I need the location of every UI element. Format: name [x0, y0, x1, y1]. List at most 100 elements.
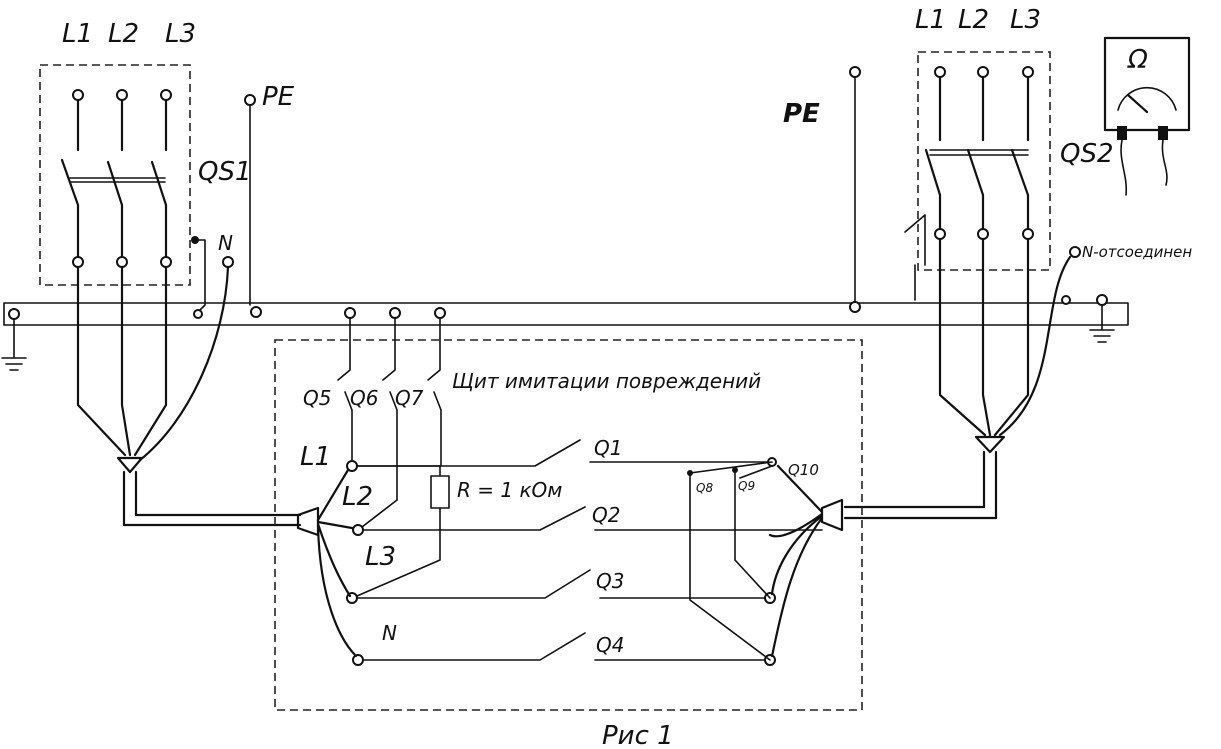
fault-panel-enclosure: [274, 339, 863, 711]
left-cable-run: [122, 470, 302, 527]
bus-terminal-q7: [434, 307, 446, 319]
ohmmeter-terminal-left: [1117, 126, 1127, 140]
qs2-n-open-jumper: [904, 214, 926, 301]
right-cable: [843, 237, 1072, 520]
panel-terminal-label-l2: L2: [342, 482, 373, 512]
bus-terminal-n-left: [193, 309, 203, 319]
qs1-phase-label-l2: L2: [108, 19, 139, 49]
resistor-lead-bottom: [356, 507, 441, 597]
qs2-phase-label-l1: L1: [915, 5, 946, 35]
resistor-label: R = 1 кОм: [457, 478, 562, 502]
q8-q9-q10-wiring: [689, 461, 773, 661]
switch-label-q4: Q4: [596, 633, 624, 657]
qs1-bottom-terminal-l3: [160, 256, 172, 268]
qs1-contacts: [60, 98, 168, 262]
qs2-n-label: N-отсоединен: [1082, 243, 1192, 261]
ohmmeter-terminal-right: [1158, 126, 1168, 140]
left-cable: [76, 265, 302, 527]
qs2-top-terminal-l2: [977, 66, 989, 78]
qs2-phase-label-l2: L2: [958, 5, 989, 35]
panel-cable-fanout-left: [316, 468, 358, 658]
panel-terminal-label-l3: L3: [365, 542, 396, 572]
breaker-q6-contact: [382, 317, 398, 501]
switch-line-q4: [362, 632, 771, 661]
qs1-n-label: N: [218, 231, 233, 255]
qs2-bottom-terminal-l3: [1022, 228, 1034, 240]
breaker-label-q7: Q7: [395, 386, 424, 410]
qs2-n-terminal: [1069, 246, 1081, 258]
ohmmeter-needle: [1126, 93, 1149, 114]
bus-terminal-q6: [389, 307, 401, 319]
bus-terminal-n-right: [1061, 295, 1071, 305]
switch-label-q10: Q10: [788, 461, 819, 479]
q6-lead-to-l2: [361, 499, 398, 528]
qs1-phase-label-l3: L3: [165, 19, 196, 49]
left-cable-neutral: [138, 265, 230, 462]
panel-cable-gland-left: [296, 506, 320, 537]
qs2-top-terminal-l3: [1022, 66, 1034, 78]
qs1-enclosure: [39, 64, 191, 286]
qs2-bottom-terminal-l2: [977, 228, 989, 240]
bus-terminal-q5: [344, 307, 356, 319]
switch-line-q2: [362, 506, 823, 531]
bus-bar-body: [3, 302, 1129, 326]
ohmmeter-body: [1103, 36, 1191, 132]
breaker-label-q5: Q5: [303, 386, 331, 410]
fault-simulation-panel: Щит имитации повреждений Q5 Q6 Q7 L1 L2 …: [274, 317, 863, 711]
breaker-q7-contact: [427, 317, 442, 466]
qs2-contacts: [924, 75, 1030, 234]
qs2-phase-label-l3: L3: [1010, 5, 1041, 35]
breaker-label-q6: Q6: [350, 386, 378, 410]
qs1-pe-terminal: [244, 94, 256, 106]
right-cable-phases: [938, 237, 1030, 437]
switch-label-q1: Q1: [594, 436, 622, 460]
panel-cable-gland-right: [820, 498, 844, 532]
right-cable-gland: [974, 435, 1006, 454]
bus-terminal-pe-left: [250, 306, 262, 318]
qs1-phase-label-l1: L1: [62, 19, 93, 49]
ohmmeter-scale: [1117, 86, 1177, 111]
right-cable-run: [843, 450, 998, 520]
ohmmeter-symbol: Ω: [1127, 45, 1148, 75]
qs2-name-label: QS2: [1060, 139, 1114, 169]
ground-symbol-right: [1089, 304, 1115, 343]
ohmmeter: Ω: [1103, 36, 1191, 196]
qs1-n-jumper: [194, 239, 206, 313]
left-cable-gland: [116, 456, 144, 474]
panel-cable-fanout-right: [768, 464, 824, 658]
ohmmeter-leads: [1120, 139, 1168, 196]
left-cable-phases: [76, 265, 168, 457]
qs1-top-terminal-l2: [116, 89, 128, 101]
panel-terminal-label-l1: L1: [300, 442, 331, 472]
qs1-top-terminal-l1: [72, 89, 84, 101]
qs2-bottom-terminal-l1: [934, 228, 946, 240]
resistor-lead-top: [356, 465, 441, 476]
qs2-mechanical-link: [929, 149, 1029, 156]
bus-terminal-left-ground: [8, 308, 20, 320]
resistor-body: [430, 475, 450, 509]
qs1-bottom-terminal-l2: [116, 256, 128, 268]
qs1-top-terminal-l3: [160, 89, 172, 101]
bus-terminal-right-ground: [1096, 294, 1108, 306]
switch-line-q3: [356, 569, 771, 599]
panel-terminal-n: [352, 654, 364, 666]
switch-label-q8: Q8: [696, 481, 713, 495]
ground-bus-bar: [1, 294, 1129, 371]
qs1-mechanical-link: [69, 177, 166, 183]
switch-line-q1: [356, 439, 771, 467]
breaker-q5-contact: [337, 317, 353, 466]
qs1-n-terminal: [222, 256, 234, 268]
figure-caption: Рис 1: [602, 721, 674, 749]
qs1-bottom-terminal-l1: [72, 256, 84, 268]
qs2-pe-label: PE: [783, 99, 820, 129]
switch-label-q9: Q9: [738, 479, 755, 493]
switch-label-q3: Q3: [596, 569, 624, 593]
fault-panel-title: Щит имитации повреждений: [452, 369, 761, 393]
qs1-pe-label: PE: [262, 82, 295, 112]
left-switch-qs1: L1 L2 L3 QS1 N PE: [39, 19, 295, 313]
switch-label-q2: Q2: [592, 503, 620, 527]
right-cable-neutral: [998, 255, 1072, 437]
panel-terminal-label-n: N: [382, 621, 397, 645]
qs2-pe-terminal: [849, 66, 861, 78]
qs1-name-label: QS1: [198, 157, 252, 187]
